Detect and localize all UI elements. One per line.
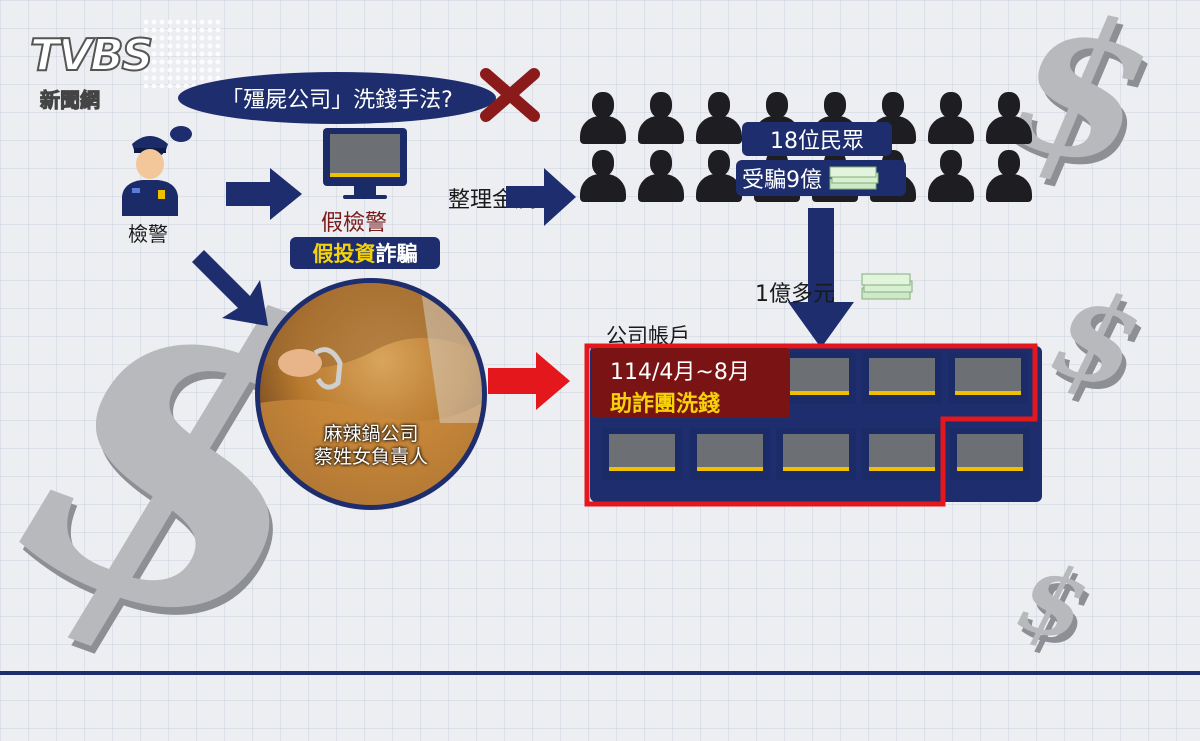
monitor-icon: [776, 428, 856, 480]
arrow-icon: [192, 250, 268, 326]
handcuffs-photo: [260, 283, 482, 505]
accounts-label-box: 114/4月~8月 助詐團洗錢: [592, 348, 790, 418]
person-icon: [696, 150, 742, 202]
dollar-icon: $: [1038, 260, 1156, 419]
suspect-photo: 麻辣鍋公司 蔡姓女負責人: [255, 278, 487, 510]
monitor-icon: [690, 428, 770, 480]
transfer-label: 1億多元: [755, 282, 835, 307]
photo-caption-line2: 蔡姓女負責人: [313, 446, 428, 468]
monitor-icon: [862, 428, 942, 480]
person-icon: [696, 92, 742, 144]
person-icon: [580, 92, 626, 144]
monitor-stand: [354, 186, 376, 196]
person-icon: [580, 150, 626, 202]
bubble-text: 「殭屍公司」洗錢手法?: [221, 88, 453, 113]
arrow-icon: [506, 168, 576, 226]
money-icon: [829, 166, 879, 190]
accounts-period: 114/4月~8月: [610, 360, 750, 385]
money-icon: [861, 273, 913, 300]
victims-count: 18位民眾: [742, 122, 892, 156]
arrow-icon: [488, 352, 570, 410]
accounts-action: 助詐團洗錢: [610, 392, 721, 417]
logo-dots-icon: [142, 18, 222, 88]
person-icon: [928, 92, 974, 144]
person-icon: [986, 150, 1032, 202]
person-icon: [638, 150, 684, 202]
fraud-tag-rest: 詐騙: [375, 242, 418, 266]
monitor-icon: [948, 352, 1028, 404]
monitor-icon: [862, 352, 942, 404]
officer-icon: [122, 136, 178, 216]
monitor-icon: [323, 128, 407, 186]
tvbs-logo: TVBS 新聞網: [29, 18, 222, 120]
officer-label: 檢警: [128, 222, 168, 246]
logo-brand: TVBS: [29, 29, 154, 82]
person-icon: [986, 92, 1032, 144]
fake-officer-label: 假檢警: [321, 211, 388, 236]
person-icon: [928, 150, 974, 202]
monitor-icon: [950, 428, 1030, 480]
cross-icon: [480, 68, 540, 122]
monitor-base: [343, 195, 387, 199]
fraud-tag: 假投資詐騙: [290, 237, 440, 269]
highlight-outline: [584, 343, 1038, 507]
person-icon: [870, 92, 916, 144]
victims-amount: 受騙9億: [736, 160, 906, 196]
person-icon: [638, 92, 684, 144]
victims-count-text: 18位民眾: [770, 129, 864, 154]
photo-caption-line1: 麻辣鍋公司: [323, 423, 419, 445]
dollar-icon: $: [1006, 540, 1100, 665]
monitor-icon: [602, 428, 682, 480]
photo-caption: 麻辣鍋公司 蔡姓女負責人: [260, 423, 482, 469]
victims-amount-text: 受騙9億: [742, 168, 822, 193]
arrow-icon: [226, 168, 302, 220]
bottom-band: [0, 671, 1200, 675]
arrow-icon: [788, 208, 854, 348]
thought-bubble: 「殭屍公司」洗錢手法?: [178, 72, 496, 124]
logo-subtitle: 新聞網: [40, 88, 101, 113]
thought-dot: [170, 126, 192, 142]
fraud-tag-highlight: 假投資: [312, 242, 376, 266]
